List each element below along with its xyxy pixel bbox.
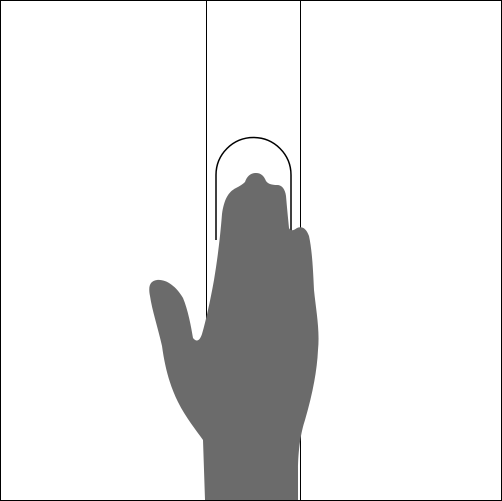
hand-icon [149,173,318,500]
